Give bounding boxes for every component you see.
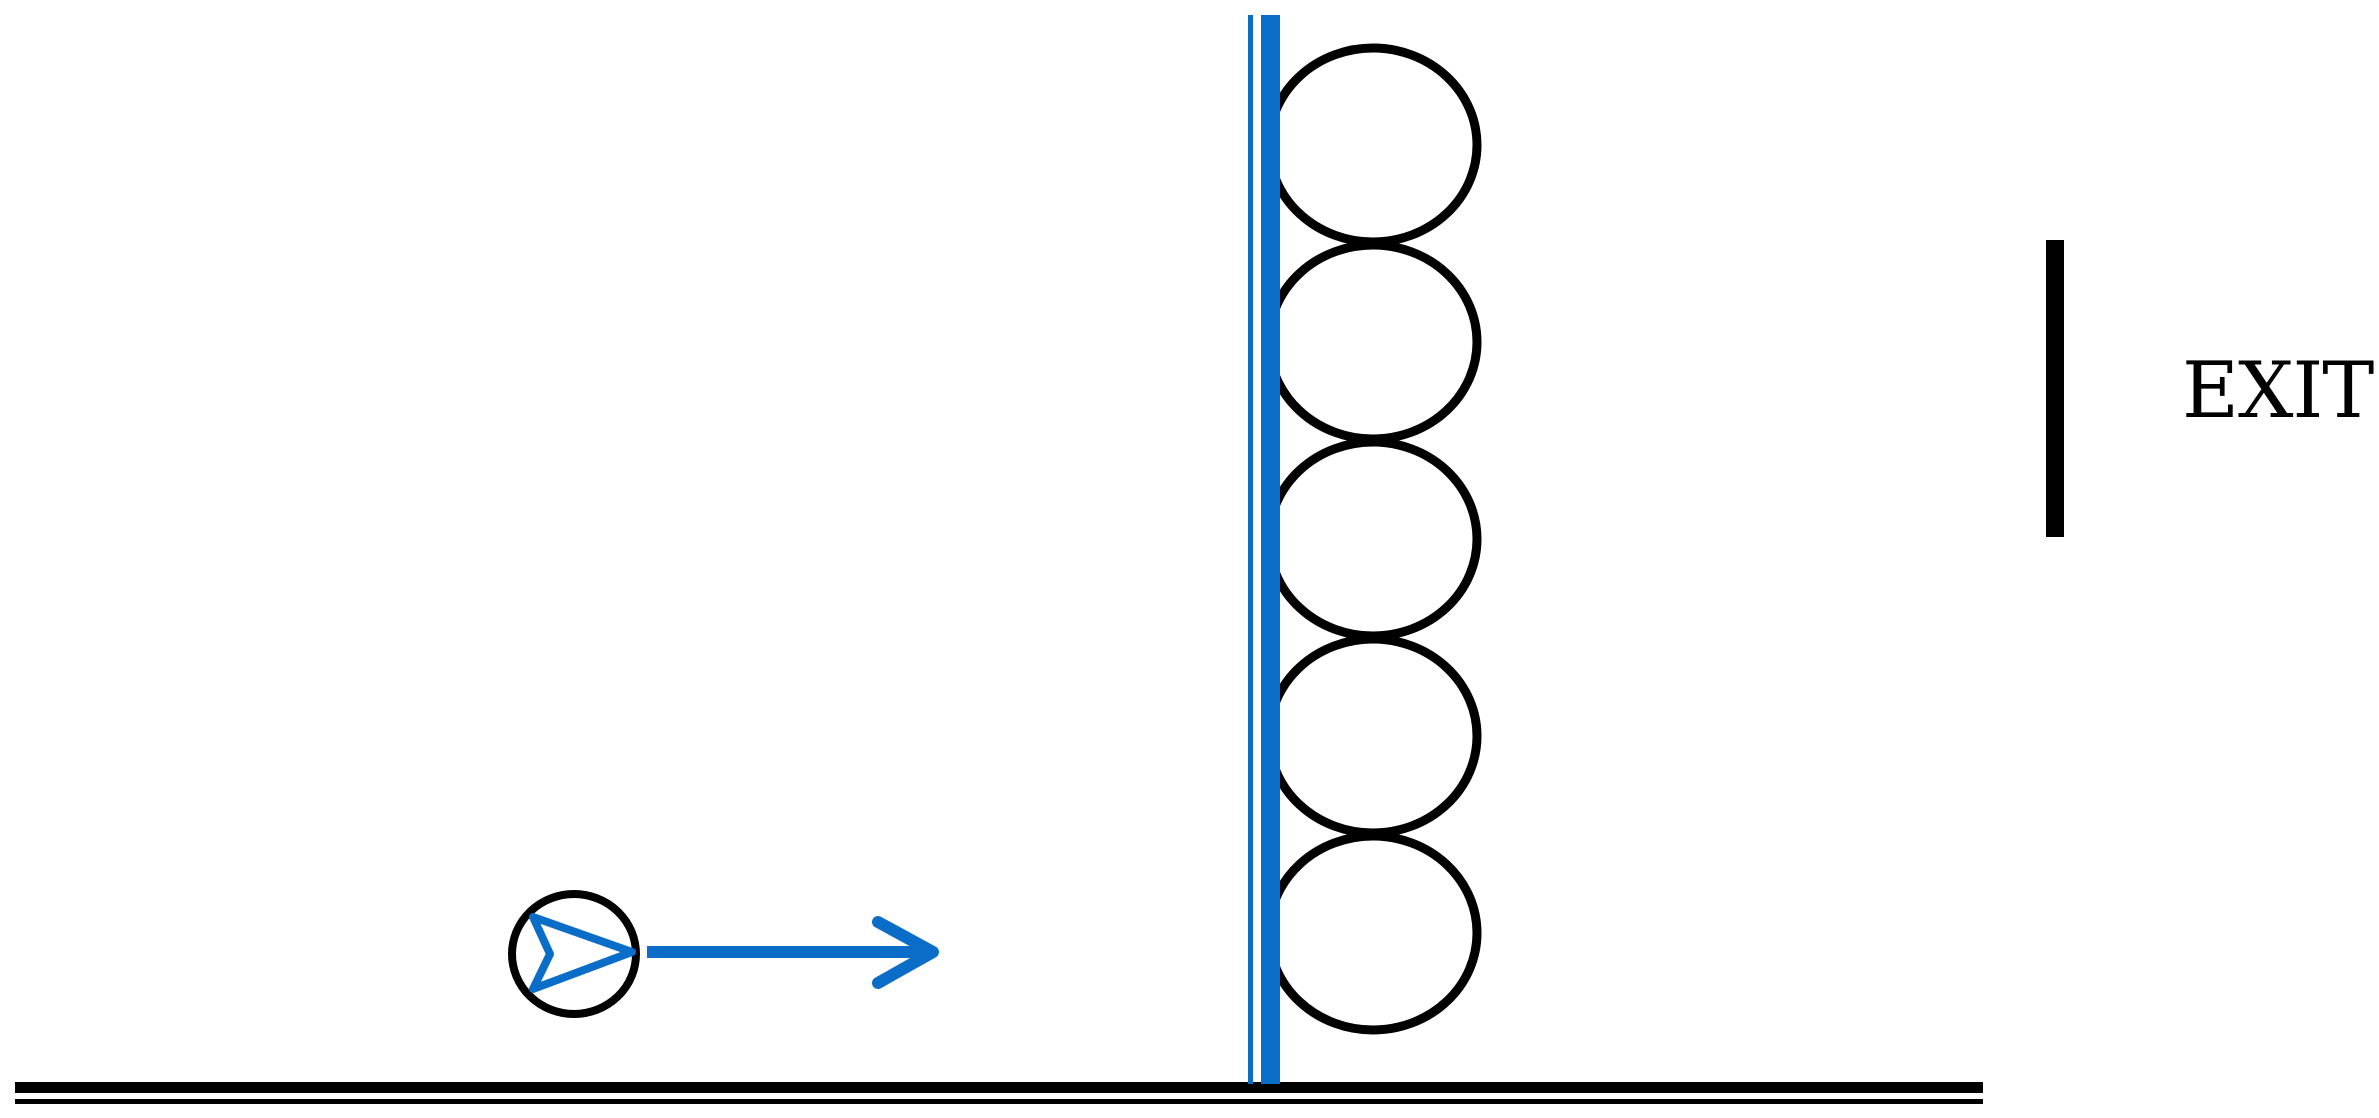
exit-door: [2046, 240, 2064, 537]
agent-body: [508, 890, 640, 1018]
floor: [15, 1082, 1983, 1104]
obstacle-circle: [1264, 43, 1482, 247]
exit-label: EXIT: [2182, 346, 2374, 436]
direction-arrow-head: [872, 916, 939, 989]
obstacle-circle: [1264, 831, 1482, 1035]
obstacle-circle: [1264, 634, 1482, 838]
right-arrow-icon: [647, 916, 939, 989]
obstacle-column: [1264, 43, 1482, 1035]
obstacle-circle: [1264, 437, 1482, 641]
floor-line-thin: [15, 1099, 1983, 1104]
obstacle-circle: [1264, 240, 1482, 444]
agent-arrowhead-icon: [529, 913, 636, 993]
barrier-wall: [1248, 15, 1280, 1084]
agent: [508, 890, 640, 1018]
barrier-line-thick: [1261, 15, 1280, 1084]
barrier-line-thin: [1248, 15, 1253, 1084]
floor-line-thick: [15, 1082, 1983, 1093]
